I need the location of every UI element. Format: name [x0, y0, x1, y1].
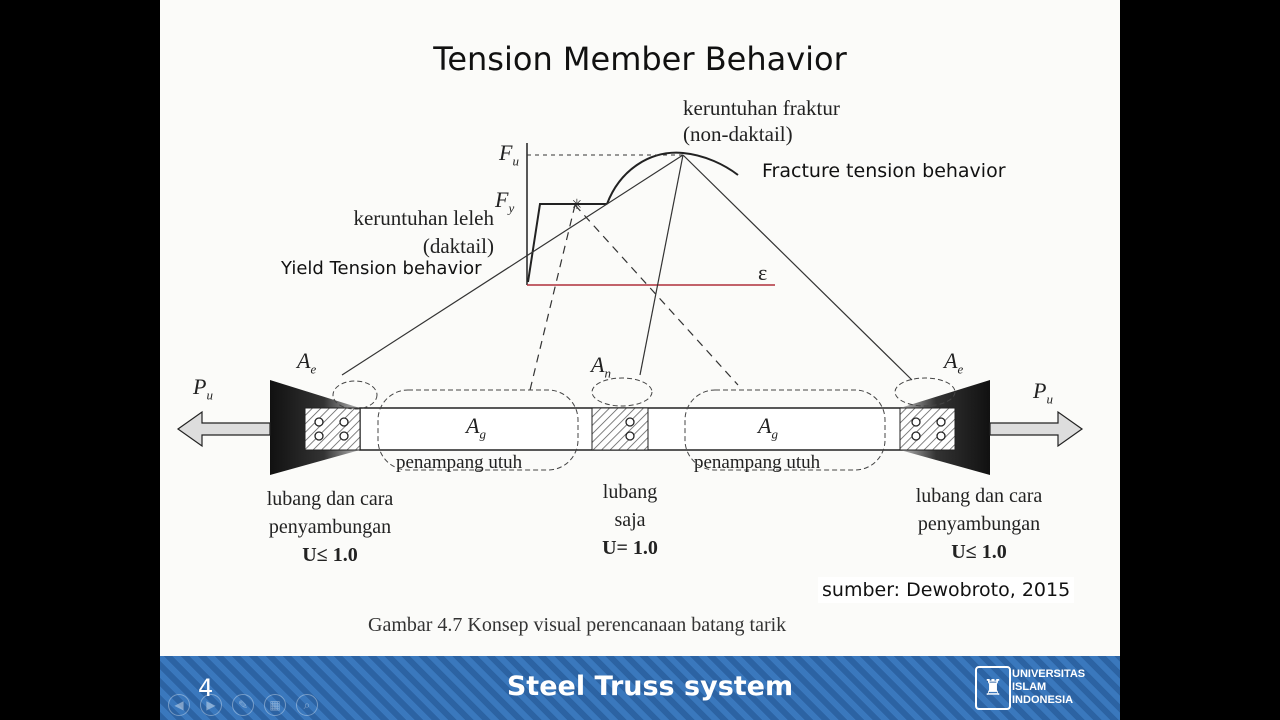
- stress-strain-graph: ✳: [526, 143, 775, 286]
- fracture-label: keruntuhan fraktur (non-daktail): [683, 96, 840, 146]
- section-full-left: penampang utuh: [396, 452, 523, 473]
- svg-text:✳: ✳: [571, 196, 583, 212]
- next-icon[interactable]: ▶: [200, 694, 222, 716]
- epsilon-label: ε: [758, 260, 768, 285]
- fracture-note: Fracture tension behavior: [762, 160, 1006, 182]
- ae-left-label: Ae: [297, 348, 317, 377]
- university-logo-icon: ♜: [975, 666, 1011, 710]
- footer-title: Steel Truss system: [506, 671, 794, 702]
- ag-right-label: Ag: [758, 413, 778, 442]
- figure-caption: Gambar 4.7 Konsep visual perencanaan bat…: [368, 614, 787, 636]
- slide-title: Tension Member Behavior: [433, 40, 847, 78]
- source-note: sumber: Dewobroto, 2015: [818, 577, 1075, 603]
- slide: Tension Member Behavior ✳: [160, 0, 1120, 720]
- tension-diagram: ✳: [176, 143, 1084, 475]
- pu-right-label: Pu: [1033, 378, 1053, 407]
- pu-left-label: Pu: [193, 374, 213, 403]
- tension-member: [176, 377, 1084, 475]
- middle-label: lubang saja U= 1.0: [602, 481, 658, 559]
- prev-icon[interactable]: ◀: [168, 694, 190, 716]
- ae-right-label: Ae: [944, 348, 964, 377]
- ag-left-label: Ag: [466, 413, 486, 442]
- university-name: UNIVERSITAS ISLAM INDONESIA: [1012, 668, 1086, 706]
- yield-label: keruntuhan leleh (daktail): [353, 206, 494, 258]
- yield-note: Yield Tension behavior: [281, 258, 482, 279]
- slides-icon[interactable]: ▦: [264, 694, 286, 716]
- connector-lines: [341, 154, 913, 391]
- footer-bar: 4 ◀▶✎▦⌕ Steel Truss system ♜ UNIVERSITAS…: [160, 656, 1120, 720]
- section-full-right: penampang utuh: [694, 452, 821, 473]
- zoom-icon[interactable]: ⌕: [296, 694, 318, 716]
- an-label: An: [591, 352, 611, 381]
- left-end-label: lubang dan cara penyambungan U≤ 1.0: [266, 488, 394, 566]
- pen-icon[interactable]: ✎: [232, 694, 254, 716]
- fu-label: Fu: [499, 140, 519, 169]
- fy-label: Fy: [495, 187, 515, 216]
- slideshow-controls: ◀ ▶ ✎ ▦ ⌕: [168, 694, 328, 716]
- right-end-label: lubang dan cara penyambungan U≤ 1.0: [915, 485, 1043, 563]
